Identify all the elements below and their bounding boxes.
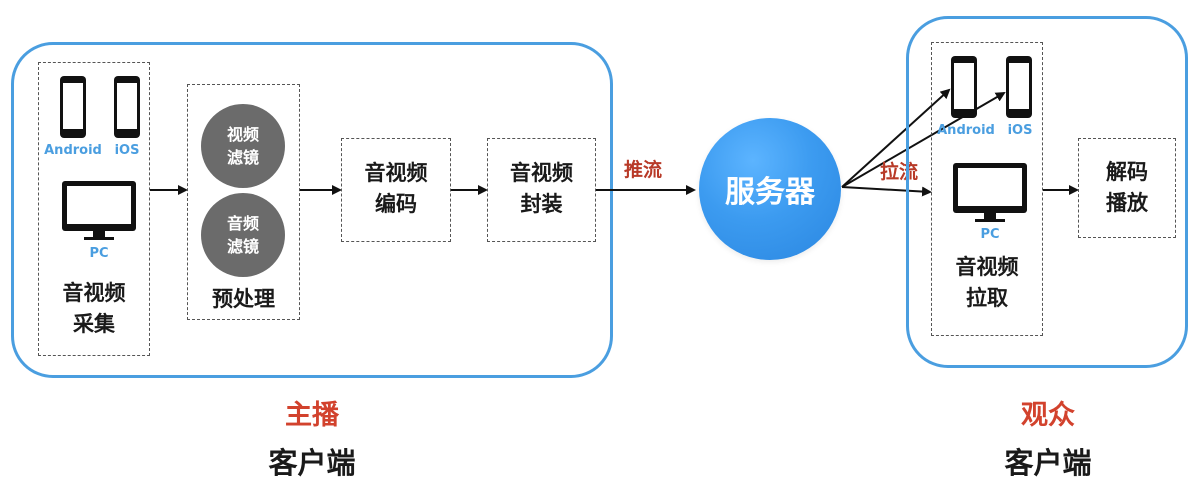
pc-label: PC: [89, 246, 109, 261]
capture-box: [38, 62, 150, 356]
package-label-line1: 音视频: [510, 161, 573, 185]
viewer-role-label: 观众: [1021, 400, 1075, 431]
audio-filter-line2: 滤镜: [226, 237, 259, 256]
audio-filter-line1: 音频: [226, 214, 259, 233]
android-label: Android: [44, 143, 102, 158]
viewer-pc-monitor-icon: [953, 163, 1027, 222]
viewer-ios-label: iOS: [1007, 123, 1033, 138]
encode-label-line2: 编码: [375, 192, 417, 216]
ios-label: iOS: [114, 143, 140, 158]
streamer-client-frame: [11, 42, 613, 378]
preprocess-label: 预处理: [212, 287, 275, 311]
viewer-client-frame: [906, 16, 1188, 368]
capture-label-line2: 采集: [73, 312, 115, 336]
pc-monitor-icon: [62, 181, 136, 240]
decode-box: [1078, 138, 1176, 238]
decode-label-line2: 播放: [1106, 191, 1148, 215]
android-phone-icon: [60, 76, 86, 138]
viewer-android-phone-icon: [951, 56, 977, 118]
viewer-android-label: Android: [937, 123, 995, 138]
capture-label: 音视频 采集: [38, 278, 150, 340]
decode-label-line1: 解码: [1106, 160, 1148, 184]
arrow-server-to-pc: [841, 186, 932, 197]
package-box: [487, 138, 596, 242]
capture-label-line1: 音视频: [62, 281, 126, 305]
viewer-ios-phone-icon: [1006, 56, 1032, 118]
pull-label-line2: 拉取: [966, 286, 1008, 310]
preprocess-box: [187, 84, 300, 320]
pull-box: [931, 42, 1043, 336]
encode-label: 音视频 编码: [341, 158, 451, 220]
package-label-line2: 封装: [520, 192, 563, 216]
encode-label-line1: 音视频: [364, 161, 428, 185]
video-filter-node: 视频 滤镜: [201, 104, 285, 188]
audio-filter-node: 音频 滤镜: [201, 193, 285, 277]
pull-label: 音视频 拉取: [931, 252, 1043, 314]
video-filter-line2: 滤镜: [226, 148, 259, 167]
push-stream-label: 推流: [624, 159, 663, 181]
viewer-client-label: 客户端: [1004, 446, 1092, 480]
package-label: 音视频 封装: [487, 158, 596, 220]
arrow-server-to-ios: [841, 91, 1006, 188]
pull-label-line1: 音视频: [955, 255, 1019, 279]
viewer-pc-label: PC: [980, 227, 1000, 242]
streamer-role-label: 主播: [285, 400, 339, 431]
server-node: 服务器: [699, 118, 841, 260]
decode-label: 解码 播放: [1078, 157, 1176, 219]
ios-phone-icon: [114, 76, 140, 138]
video-filter-line1: 视频: [226, 125, 259, 144]
encode-box: [341, 138, 451, 242]
streamer-client-label: 客户端: [268, 446, 356, 480]
